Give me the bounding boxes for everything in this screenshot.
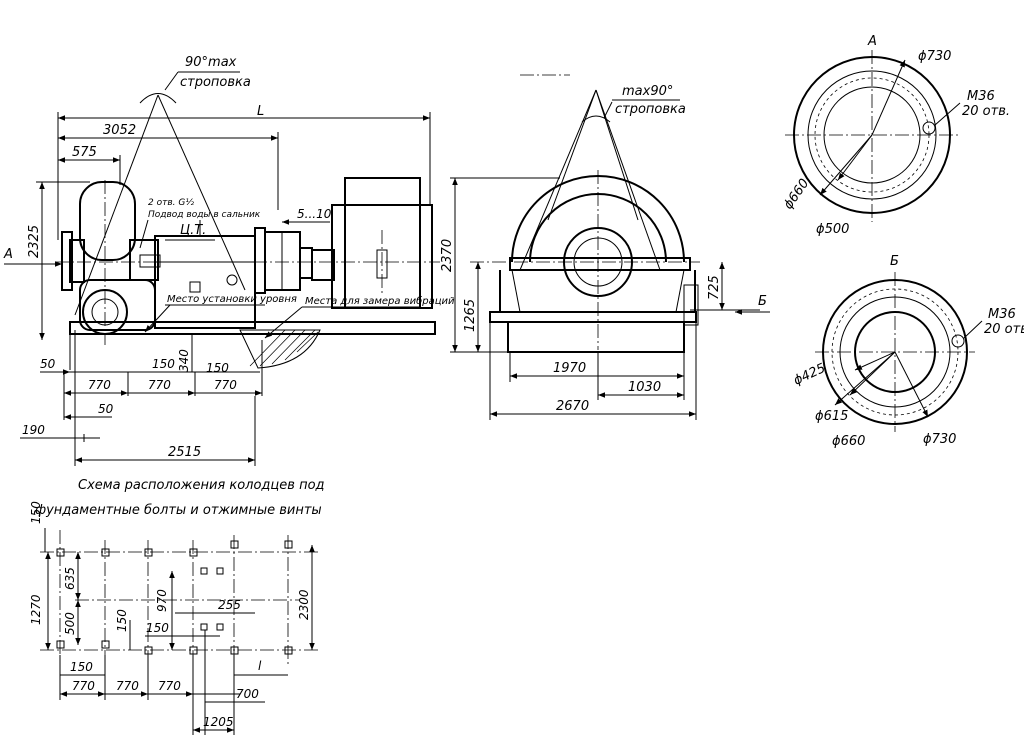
foundation-title-line2: фундаментные болты и отжимные винты <box>35 503 322 518</box>
flange-b-title: Б <box>890 254 899 269</box>
front-sling-angle-label: max90° <box>622 84 673 99</box>
fdn-dim-150-m: 150 <box>146 621 169 635</box>
dim-770-b: 770 <box>148 378 171 392</box>
flange-a-d-outer: ϕ730 <box>918 49 951 64</box>
dim-50-left: 50 <box>40 357 56 371</box>
view-b-label: Б <box>758 294 767 309</box>
fdn-dim-150-h: 150 <box>70 660 93 674</box>
view-a-label: A <box>3 247 13 262</box>
flange-b-d-bolt: ϕ660 <box>832 434 865 449</box>
dim-50-b: 50 <box>98 402 114 416</box>
note-water: Подвод воды в сальник <box>148 210 261 220</box>
fdn-dim-1205: 1205 <box>203 715 234 729</box>
flange-a-holes: 20 отв. <box>962 104 1010 119</box>
dim-770-a: 770 <box>88 378 111 392</box>
flange-a-view: А ϕ730 М36 20 отв. ϕ660 ϕ500 <box>781 34 1010 237</box>
dim-190: 190 <box>22 423 45 437</box>
fdn-dim-150-v: 150 <box>29 501 43 524</box>
fdn-dim-150-s: 150 <box>115 609 129 632</box>
flange-b-d-inner: ϕ425 <box>791 361 828 389</box>
fdn-dim-770-b: 770 <box>116 679 139 693</box>
front-view: max90° строповка 2370 1265 725 Б 1970 <box>440 74 770 420</box>
fdn-dim-635: 635 <box>63 567 77 590</box>
fdn-dim-1270: 1270 <box>29 594 43 625</box>
vibration-place-label: Места для замера вибраций <box>305 295 455 307</box>
dim-1265: 1265 <box>463 299 478 332</box>
dim-340: 340 <box>177 349 191 372</box>
front-sling-label: строповка <box>615 102 686 117</box>
dim-2325: 2325 <box>27 225 42 258</box>
dim-150-b: 150 <box>206 361 229 375</box>
center-of-gravity-label: Ц.Т. <box>180 223 206 238</box>
fdn-dim-255: 255 <box>218 598 241 612</box>
dim-2670: 2670 <box>556 399 589 414</box>
flange-b-thread: М36 <box>988 307 1016 322</box>
fdn-dim-2300: 2300 <box>297 589 311 620</box>
flange-b-d-mid: ϕ615 <box>815 409 848 424</box>
fdn-dim-700: 700 <box>236 687 259 701</box>
dim-2515: 2515 <box>168 445 201 460</box>
dim-770-c: 770 <box>214 378 237 392</box>
fdn-dim-770-c: 770 <box>158 679 181 693</box>
fdn-dim-970: 970 <box>155 589 169 612</box>
flange-b-view: Б М36 20 отв. ϕ425 ϕ615 ϕ660 ϕ730 <box>791 254 1024 449</box>
dim-575: 575 <box>72 145 97 160</box>
dim-1970: 1970 <box>553 361 586 376</box>
flange-a-thread: М36 <box>967 89 995 104</box>
flange-b-holes: 20 отв. <box>984 322 1024 337</box>
dim-2370: 2370 <box>440 239 455 272</box>
dim-3052: 3052 <box>103 123 136 138</box>
sling-label: строповка <box>180 75 251 90</box>
sling-angle-label: 90°max <box>185 55 237 70</box>
dim-150-a: 150 <box>152 357 175 371</box>
foundation-title-line1: Схема расположения колодцев под <box>78 478 325 493</box>
dim-725: 725 <box>707 275 722 300</box>
note-holes: 2 отв. G½ <box>148 198 194 208</box>
fdn-dim-l: l <box>258 659 262 673</box>
well-marks <box>56 540 293 655</box>
fdn-dim-770-a: 770 <box>72 679 95 693</box>
flange-a-title: А <box>867 34 877 49</box>
dim-1030: 1030 <box>628 380 661 395</box>
flange-a-d-bolt: ϕ660 <box>781 176 812 212</box>
foundation-scheme: Схема расположения колодцев под фундамен… <box>29 478 325 735</box>
flange-b-d-outer: ϕ730 <box>923 432 956 447</box>
level-place-label: Место установки уровня <box>167 294 297 305</box>
gap-label: 5...10 <box>297 207 332 221</box>
side-view: 90°max строповка L 3052 575 2325 A <box>3 55 455 466</box>
fdn-dim-500: 500 <box>63 612 77 635</box>
dim-overall-length: L <box>257 104 264 119</box>
flange-a-d-inner: ϕ500 <box>816 222 849 237</box>
